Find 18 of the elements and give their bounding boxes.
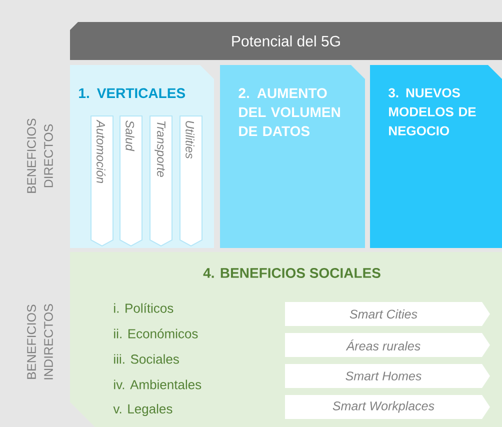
list-item: iii. Sociales: [114, 354, 179, 364]
pennant-tab: Transporte: [150, 116, 172, 247]
pennant-tab: Salud: [120, 116, 142, 247]
list-item: v. Legales: [113, 404, 172, 416]
header-bar: Potencial del 5G: [70, 22, 502, 60]
list-item: ii. Económicos: [114, 328, 198, 338]
arrow-banner: Smart Homes: [285, 364, 490, 388]
side-label: BENEFICIOS INDIRECTOS: [27, 304, 53, 380]
side-label: BENEFICIOS DIRECTOS: [27, 118, 53, 193]
list-item: iv. Ambientales: [114, 380, 202, 390]
arrow-banner: Smart Cities: [285, 302, 490, 326]
list-item: i. Políticos: [114, 303, 174, 313]
category-panel: 3. NUEVOS MODELOS DE NEGOCIO: [370, 65, 502, 248]
pennant-tab: Utilities: [180, 116, 202, 247]
category-panel: 2. AUMENTO DEL VOLUMEN DE DATOS: [220, 65, 365, 248]
arrow-banner: Smart Workplaces: [285, 395, 490, 419]
arrow-banner: Áreas rurales: [285, 333, 490, 357]
pennant-tab: Automoción: [90, 116, 114, 247]
